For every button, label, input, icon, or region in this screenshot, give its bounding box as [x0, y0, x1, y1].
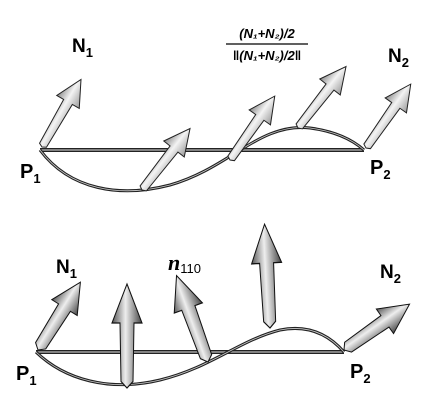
bottom-label-n1: N1 [56, 257, 77, 281]
top-curve [38, 126, 365, 193]
top-arrow-n2 [354, 76, 422, 156]
bottom-label-p2: P2 [350, 361, 371, 386]
top-diagram: P1 P2 N1 N2 (N₁+N₂)/2 ‖(N₁+N₂)/2‖ [20, 26, 422, 199]
top-label-p1: P1 [20, 161, 41, 186]
bottom-label-n2: N2 [380, 262, 401, 286]
formula-numerator: (N₁+N₂)/2 [239, 26, 295, 41]
top-label-n1: N1 [72, 36, 93, 60]
top-arrow-4 [287, 58, 357, 137]
top-label-p2: P2 [370, 157, 391, 182]
top-arrow-3 [218, 88, 286, 168]
top-arrow-n1 [30, 72, 93, 154]
formula-denominator: ‖(N₁+N₂)/2‖ [233, 48, 301, 63]
bottom-arrow-n2 [334, 291, 419, 363]
bottom-label-n110: n110 [168, 250, 201, 276]
bottom-arrow-4 [248, 222, 286, 330]
bottom-label-p1: P1 [16, 363, 37, 388]
bottom-diagram: P1 P2 N1 N2 n110 [16, 222, 419, 389]
top-label-n2: N2 [388, 46, 409, 70]
bottom-curve [34, 327, 346, 387]
bottom-arrow-n1 [24, 273, 94, 359]
bottom-arrow-2 [111, 283, 143, 389]
